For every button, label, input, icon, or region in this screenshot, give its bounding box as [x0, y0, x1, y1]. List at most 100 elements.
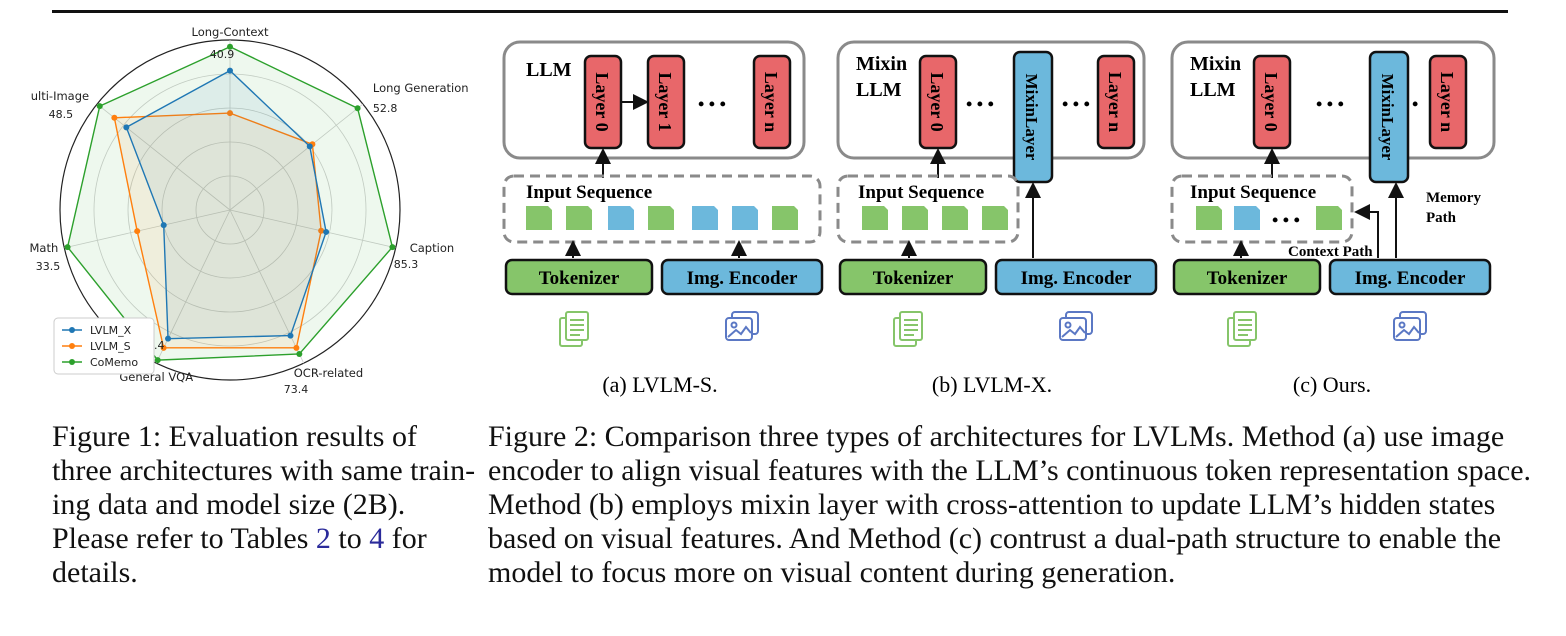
- data-point: [287, 332, 294, 339]
- radar-spoke: [229, 209, 396, 249]
- mixin-layer-block: MixinLayer: [1368, 50, 1410, 184]
- mixin-layer-block: MixinLayer: [1012, 50, 1054, 184]
- legend-marker: [69, 327, 75, 333]
- caption-line: ing data and model size (2B).: [52, 488, 406, 521]
- radar-spoke: [64, 209, 231, 249]
- svg-text:Mixin: Mixin: [1190, 53, 1241, 75]
- data-point: [227, 43, 233, 50]
- svg-text:LLM: LLM: [1190, 79, 1236, 101]
- ellipsis: • • •: [698, 94, 726, 114]
- image-icon: [1393, 311, 1427, 341]
- data-point: [123, 124, 130, 131]
- axis-value-label: 40.9: [210, 48, 235, 61]
- legend-marker: [69, 343, 75, 349]
- data-point: [160, 344, 167, 351]
- data-point: [134, 228, 141, 235]
- layer-n-block: Layer n: [752, 54, 792, 150]
- figure-1-caption: Figure 1: Evaluation results of three ar…: [52, 420, 476, 590]
- image-icon: [725, 311, 759, 341]
- legend-label: LVLM_S: [90, 340, 131, 353]
- caption-line: model to focus more on visual content du…: [488, 556, 1176, 589]
- legend-label: CoMemo: [90, 356, 138, 369]
- data-point: [389, 244, 396, 251]
- axis-value-label: 33.5: [36, 260, 61, 273]
- top-rule: [52, 10, 1508, 13]
- svg-text:MixinLayer: MixinLayer: [1378, 74, 1397, 161]
- layer-0-block: Layer 0: [918, 54, 958, 150]
- tokenizer-block: Tokenizer: [1172, 258, 1322, 296]
- svg-text:Path: Path: [1426, 210, 1457, 226]
- svg-text:Tokenizer: Tokenizer: [539, 268, 620, 289]
- figure-2-caption: Figure 2: Comparison three types of arch…: [488, 420, 1531, 590]
- axis-label: Math: [30, 241, 58, 255]
- caption-line: Figure 1: Evaluation results of: [52, 420, 417, 453]
- svg-text:Layer 1: Layer 1: [655, 72, 675, 131]
- svg-text:Input Sequence: Input Sequence: [858, 182, 984, 203]
- data-point: [227, 110, 233, 117]
- panel-b: Mixin LLM Layer 0 • • • MixinLayer • • •…: [836, 40, 1158, 397]
- caption-line: three architectures with same train-: [52, 454, 476, 487]
- axis-value-label: 85.3: [394, 258, 419, 271]
- layer-1-block: Layer 1: [646, 54, 686, 150]
- svg-text:Layer 0: Layer 0: [1261, 72, 1281, 131]
- input-sequence-label: Input Sequence: [526, 182, 652, 203]
- data-point: [227, 67, 233, 74]
- radar-spoke: [229, 103, 364, 211]
- svg-text:Img. Encoder: Img. Encoder: [1355, 268, 1466, 289]
- chart-legend: LVLM_X LVLM_S CoMemo: [53, 317, 155, 375]
- tokenizer-block: Tokenizer: [504, 258, 654, 296]
- layer-0-block: Layer 0: [583, 54, 623, 150]
- svg-text:Mixin: Mixin: [856, 53, 907, 75]
- svg-text:Layer n: Layer n: [1105, 72, 1125, 132]
- svg-text:• • •: • • •: [1316, 94, 1344, 114]
- svg-text:Context Path: Context Path: [1288, 244, 1373, 260]
- axis-label: Long-Context: [191, 25, 269, 39]
- image-icon: [1059, 311, 1093, 341]
- data-point: [323, 228, 330, 235]
- radar-spoke: [96, 103, 231, 211]
- data-point: [160, 222, 167, 229]
- svg-text:Layer n: Layer n: [761, 72, 781, 132]
- legend-marker: [69, 359, 75, 365]
- panel-a-caption: (a) LVLM-S.: [602, 372, 717, 397]
- axis-label: OCR-related: [294, 366, 363, 380]
- data-point: [165, 335, 172, 342]
- svg-text:• • •: • • •: [1062, 94, 1090, 114]
- svg-text:Memory: Memory: [1426, 190, 1481, 206]
- table-ref-link[interactable]: 4: [369, 522, 385, 555]
- svg-text:•: •: [1412, 94, 1418, 114]
- svg-text:Input Sequence: Input Sequence: [1190, 182, 1316, 203]
- axis-value-label: 52.8: [373, 102, 398, 115]
- tokenizer-block: Tokenizer: [838, 258, 988, 296]
- layer-0-block: Layer 0: [1252, 54, 1292, 150]
- caption-line: Figure 2: Comparison three types of arch…: [488, 420, 1505, 453]
- table-ref-link[interactable]: 2: [315, 522, 331, 555]
- svg-text:• • •: • • •: [966, 94, 994, 114]
- axis-label: Caption: [410, 241, 454, 255]
- svg-text:Img. Encoder: Img. Encoder: [687, 268, 798, 289]
- svg-text:Layer n: Layer n: [1437, 72, 1457, 132]
- llm-label: LLM: [526, 59, 572, 81]
- caption-line: details.: [52, 556, 138, 589]
- token-row: • • •: [1196, 206, 1342, 230]
- document-icon: [893, 311, 923, 347]
- caption-line: based on visual features. And Method (c)…: [488, 522, 1502, 555]
- img-encoder-block: Img. Encoder: [994, 258, 1158, 296]
- caption-line: Please refer to Tables 2 to 4 for: [52, 522, 427, 555]
- svg-text:Img. Encoder: Img. Encoder: [1021, 268, 1132, 289]
- data-point: [111, 114, 118, 121]
- data-point: [293, 344, 300, 351]
- caption-line: Method (b) employs mixin layer with cros…: [488, 488, 1496, 521]
- series-LVLM_X: [125, 69, 327, 340]
- panel-a: LLM Layer 0 Layer 1 • • • Layer n Input …: [502, 40, 824, 397]
- layer-n-block: Layer n: [1428, 54, 1468, 150]
- data-point: [64, 244, 71, 251]
- panel-b-caption: (b) LVLM-X.: [932, 372, 1052, 397]
- img-encoder-block: Img. Encoder: [1328, 258, 1492, 296]
- data-point: [354, 105, 361, 112]
- axis-value-label: 48.5: [49, 108, 74, 121]
- data-point: [296, 350, 303, 357]
- legend-label: LVLM_X: [90, 324, 132, 337]
- svg-text:Layer 0: Layer 0: [592, 72, 612, 131]
